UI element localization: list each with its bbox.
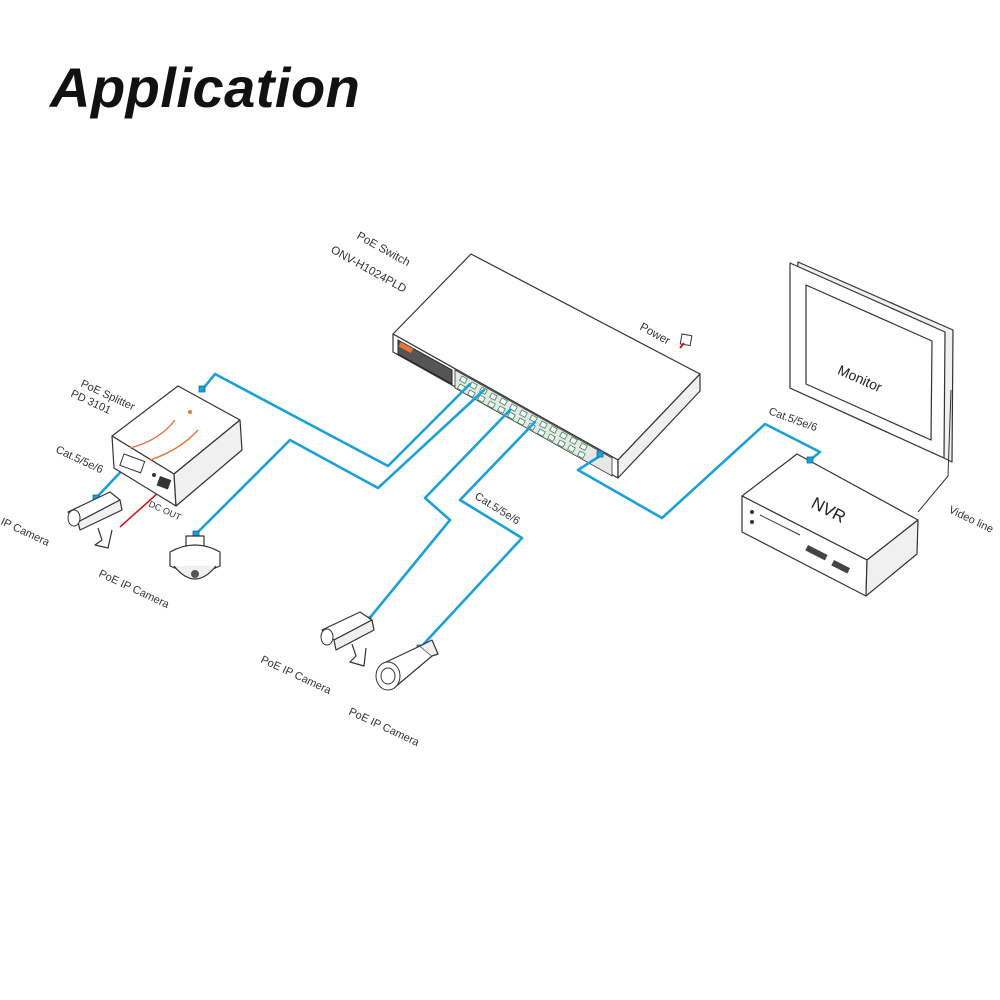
poe-switch	[392, 253, 701, 479]
poe-camera-box	[320, 611, 375, 667]
nvr: NVR	[741, 453, 919, 597]
dome-camera	[169, 535, 221, 580]
ip-camera-label: IP Camera	[0, 516, 52, 549]
cat-cable-label-splitter: Cat.5/5e/6	[54, 444, 105, 476]
ip-camera	[67, 491, 123, 549]
poe-ip-camera-label-1: PoE IP Camera	[97, 568, 172, 611]
cable-switch-to-dome-camera	[194, 388, 486, 536]
poe-camera-bullet	[375, 639, 439, 691]
poe-splitter	[111, 385, 243, 507]
cable-switch-to-camera-4	[418, 420, 537, 650]
video-line-label: Video line	[947, 504, 996, 536]
poe-ip-camera-label-3: PoE IP Camera	[347, 706, 422, 749]
cable-switch-to-nvr	[576, 422, 822, 520]
page-title: Application	[50, 56, 361, 119]
video-line-cable	[917, 389, 952, 513]
cable-switch-to-camera-3	[366, 408, 512, 622]
monitor: Monitor	[789, 261, 954, 463]
cable-switch-to-splitter	[200, 372, 472, 468]
poe-ip-camera-label-2: PoE IP Camera	[259, 654, 334, 697]
